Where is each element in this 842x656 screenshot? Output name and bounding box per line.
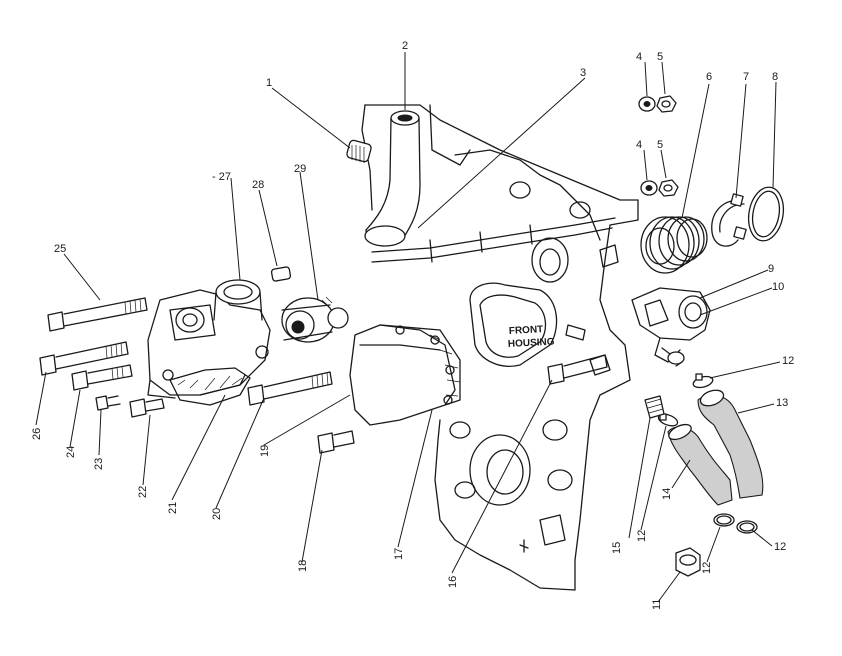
callout-18: 18 (297, 560, 309, 572)
o-ring-8 (747, 186, 785, 242)
bolt-24 (71, 364, 133, 391)
water-pipe-elbow-2 (364, 110, 421, 247)
callout-23: 23 (93, 458, 105, 470)
callout-4a: 4 (636, 51, 642, 63)
bolt-18 (317, 430, 355, 454)
callout-11: 11 (651, 599, 663, 610)
nut-5b (658, 179, 679, 197)
seal-6 (640, 216, 708, 274)
callout-19: 19 (259, 445, 271, 457)
bolt-26 (39, 341, 129, 376)
callout-6: 6 (706, 71, 712, 83)
front-housing (361, 104, 639, 591)
callout-12d: 12 (774, 541, 786, 553)
callout-28: 28 (252, 179, 264, 191)
callout-1: 1 (266, 77, 272, 89)
callout-12a: 12 (782, 355, 794, 367)
gasket-21 (169, 367, 251, 406)
callout-25: 25 (54, 243, 66, 255)
housing-label-line1: FRONT (509, 324, 544, 337)
callout-2: 2 (402, 40, 408, 52)
callout-15: 15 (611, 542, 623, 554)
callout-numbers: 1 2 3 4 5 4 5 6 7 8 9 10 12 13 14 12 15 … (31, 40, 794, 610)
nut-5a (656, 95, 677, 113)
leader-lines (35, 52, 781, 603)
thermostat-29 (281, 296, 349, 343)
plug-11 (675, 547, 701, 577)
callout-10: 10 (772, 281, 784, 293)
bolt-23 (95, 395, 121, 411)
callout-14: 14 (661, 488, 673, 500)
callout-20: 20 (211, 508, 223, 520)
callout-5a: 5 (657, 51, 663, 63)
housing-label-line2: HOUSING (508, 337, 555, 350)
callout-12b: 12 (636, 530, 648, 542)
callout-12c: 12 (701, 562, 713, 574)
hose-13 (697, 389, 764, 499)
callout-9: 9 (768, 263, 774, 275)
callout-27: - 27 (212, 171, 231, 183)
callout-13: 13 (776, 397, 788, 409)
callout-17: 17 (393, 548, 405, 560)
clamp-12c (713, 513, 735, 527)
callout-5b: 5 (657, 139, 663, 151)
callout-21: 21 (167, 502, 179, 514)
hose-14 (667, 423, 733, 506)
plug-1 (346, 139, 372, 163)
bolt-25 (47, 297, 148, 332)
callout-3: 3 (580, 67, 586, 79)
callout-7: 7 (743, 71, 749, 83)
cover-17 (349, 324, 461, 426)
callout-26: 26 (31, 428, 43, 440)
bolt-20 (247, 371, 333, 406)
bolt-16 (547, 354, 608, 385)
clamp-12a (692, 373, 714, 389)
clip-7 (711, 193, 747, 247)
clamp-12d (736, 520, 758, 534)
callout-24: 24 (65, 446, 77, 458)
outlet-fitting-9 (631, 287, 711, 363)
callout-29: 29 (294, 163, 306, 175)
plug-28 (270, 266, 292, 282)
callout-22: 22 (137, 486, 149, 498)
callout-16: 16 (447, 576, 459, 588)
nipple-15 (644, 395, 665, 419)
bolt-22 (129, 398, 165, 418)
thermostat-housing-27 (147, 279, 271, 399)
washer-4b (640, 180, 658, 196)
nipple-10 (661, 347, 685, 367)
callout-8: 8 (772, 71, 778, 83)
washer-4a (638, 96, 656, 112)
callout-4b: 4 (636, 139, 642, 151)
